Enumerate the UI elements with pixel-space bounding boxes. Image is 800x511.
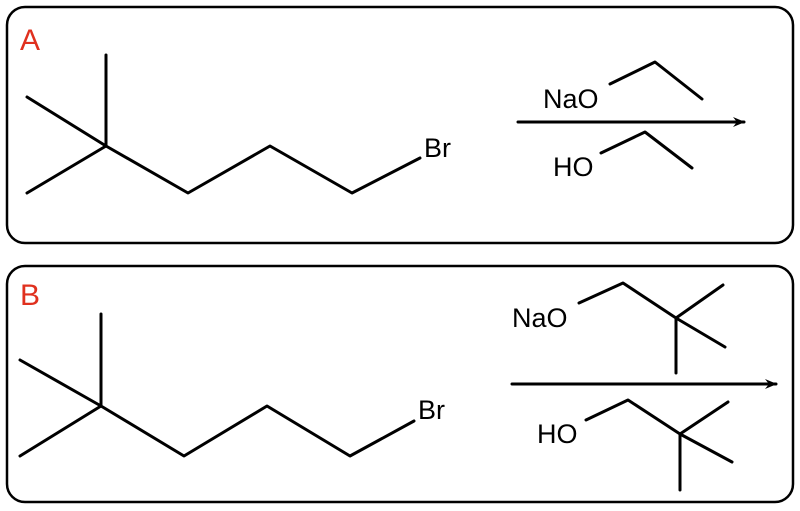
panel-b-substrate: Br [18, 312, 445, 458]
methyl-bond [18, 404, 103, 458]
methyl-bond [18, 358, 103, 408]
panel-b-label: B [20, 279, 40, 312]
methyl-bond [674, 316, 727, 349]
methyl-bond [674, 283, 725, 320]
panel-a-reagent: NaO [543, 60, 704, 114]
alkyl-chain [99, 404, 416, 458]
panel-a-substrate: Br [25, 53, 451, 195]
panel-a: A Br NaO HO [5, 5, 795, 245]
methyl-bond [25, 95, 108, 148]
hydroxyl-atom: HO [553, 152, 594, 182]
alkyl-chain [104, 144, 422, 195]
bromine-atom: Br [418, 395, 445, 425]
neopentyl-chain [577, 281, 678, 320]
ethyl-group [599, 130, 694, 170]
ethyl-group [608, 60, 704, 101]
panel-b-reagent: NaO [512, 281, 727, 375]
panel-a-label: A [20, 24, 40, 57]
panel-b-solvent: HO [537, 398, 734, 492]
methyl-bond [678, 432, 734, 464]
sodium-alkoxide-atom: NaO [512, 303, 568, 333]
methyl-bond [25, 144, 108, 195]
panel-a-solvent: HO [553, 130, 694, 182]
methyl-bond [678, 400, 730, 436]
sodium-alkoxide-atom: NaO [543, 84, 599, 114]
panel-a-frame [5, 5, 795, 245]
bromine-atom: Br [424, 133, 451, 163]
panel-b: B Br NaO HO [5, 264, 795, 504]
hydroxyl-atom: HO [537, 419, 578, 449]
neopentyl-chain [584, 398, 682, 436]
